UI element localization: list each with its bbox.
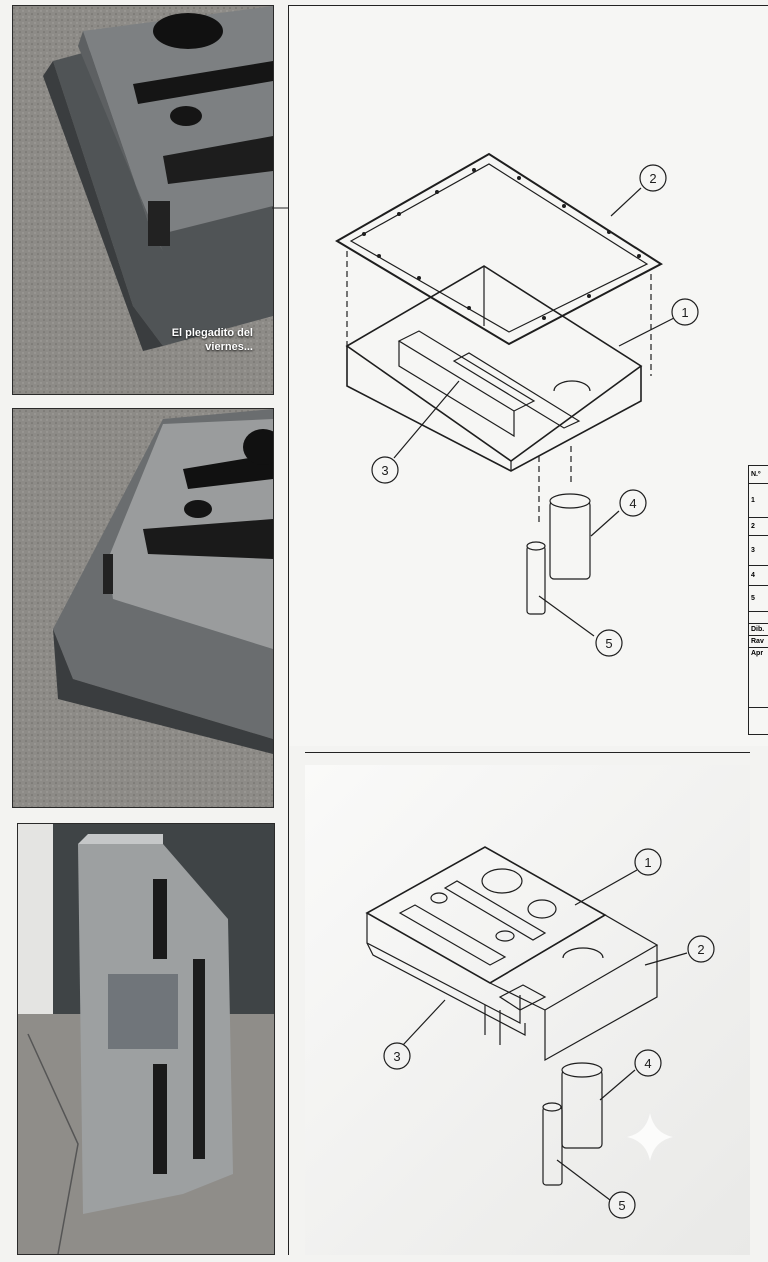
exploded-drawing-sheet: 2 1 3 4 5 [288,5,768,746]
title-block-row-2: 2 [749,518,768,536]
photo-plegadito-3 [17,823,275,1255]
balloon-label-2: 2 [649,171,656,186]
balloon-2 [639,164,667,192]
title-block-row-1: 1 [749,484,768,518]
balloon-b-label-4: 4 [644,1056,651,1071]
balloon-label-5: 5 [605,636,612,651]
title-block-header: N.º [749,466,768,484]
assembled-drawing-sheet: 1 2 3 4 5 [305,765,750,1255]
balloon-b-label-3: 3 [393,1049,400,1064]
balloon-3 [371,456,399,484]
caption-line-1: El plegadito del [171,327,253,339]
balloon-label-1: 1 [681,305,688,320]
title-block-row-5: 5 [749,586,768,612]
title-block-row-3: 3 [749,536,768,566]
sparkle-icon [627,1113,673,1161]
balloon-5 [595,629,623,657]
balloon-1 [671,298,699,326]
balloon-4 [619,489,647,517]
sheet-divider [305,752,750,753]
title-block: N.º 1 2 3 4 5 Dib. Rav Apr [748,465,768,735]
caption-line-2: viernes... [205,341,253,353]
photo-plegadito-1: El plegadito del viernes... [12,5,274,395]
title-block-row-4: 4 [749,566,768,586]
title-block-dib: Dib. [749,624,768,636]
sheet-border-line [288,745,289,1255]
photo-caption: El plegadito del viernes... [143,326,253,354]
balloon-label-4: 4 [629,496,636,511]
title-block-rav: Rav [749,636,768,648]
photo-plegadito-2 [12,408,274,808]
balloon-label-3: 3 [381,463,388,478]
balloon-b-label-2: 2 [697,942,704,957]
title-block-apr: Apr [749,648,768,708]
balloon-b-label-5: 5 [618,1198,625,1213]
balloon-b-label-1: 1 [644,855,651,870]
